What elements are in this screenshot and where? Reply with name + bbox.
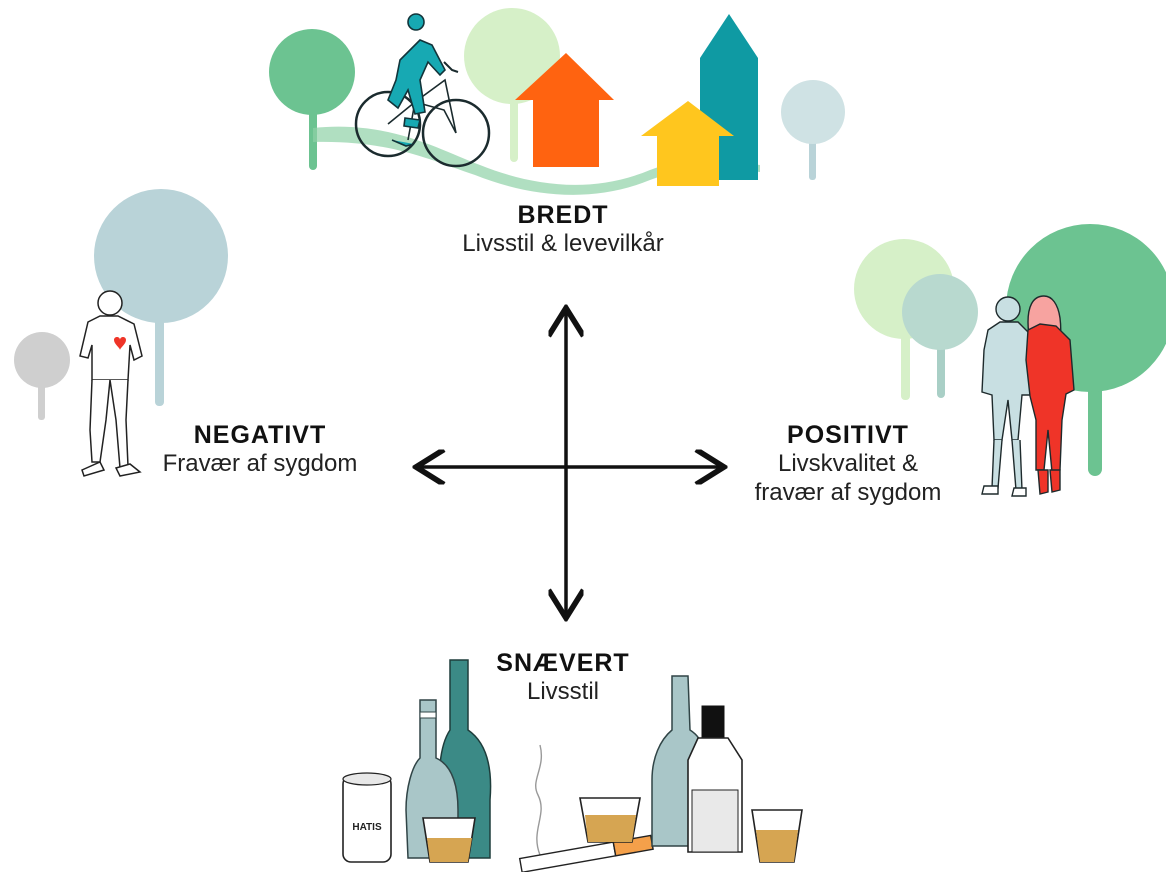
tree-icon (269, 29, 355, 170)
left-illustration (14, 189, 228, 477)
cyclist-icon (354, 13, 491, 168)
couple-icon (981, 295, 1075, 497)
label-right: POSITIVT Livskvalitet & fravær af sygdom (708, 420, 988, 508)
house-icon (515, 53, 614, 167)
label-right-subtitle-line1: Livskvalitet & (777, 450, 919, 477)
label-left-title: NEGATIVT (193, 421, 327, 449)
label-bottom-title: SNÆVERT (496, 649, 630, 677)
label-top-title: BREDT (517, 201, 609, 229)
house-icon (641, 101, 734, 186)
label-bottom-subtitle: Livsstil (526, 678, 599, 705)
label-right-subtitle-line2: fravær af sygdom (754, 478, 942, 506)
glass-icon (422, 817, 476, 863)
tree-icon (464, 8, 560, 162)
tree-icon (781, 80, 845, 180)
whiskey-bottle-icon (687, 705, 743, 853)
label-left: NEGATIVT Fravær af sygdom (110, 420, 410, 479)
smoke-icon (535, 744, 543, 856)
glass-icon (751, 809, 803, 863)
man-icon (79, 290, 143, 477)
right-illustration (854, 224, 1166, 497)
label-bottom: SNÆVERT Livsstil (413, 648, 713, 707)
can-label: HATIS (352, 822, 382, 833)
glass-icon (579, 797, 641, 843)
top-illustration (269, 8, 845, 195)
label-right-title: POSITIVT (787, 421, 909, 449)
label-left-subtitle: Fravær af sygdom (162, 450, 358, 477)
tree-icon (94, 189, 228, 406)
tree-icon (902, 274, 978, 398)
axes (416, 308, 724, 618)
tree-icon (14, 332, 70, 420)
label-top-subtitle: Livsstil & levevilkår (462, 230, 664, 257)
can-icon: HATIS (342, 772, 392, 863)
label-top: BREDT Livsstil & levevilkår (383, 200, 743, 259)
bottom-illustration: HATIS (342, 659, 803, 872)
